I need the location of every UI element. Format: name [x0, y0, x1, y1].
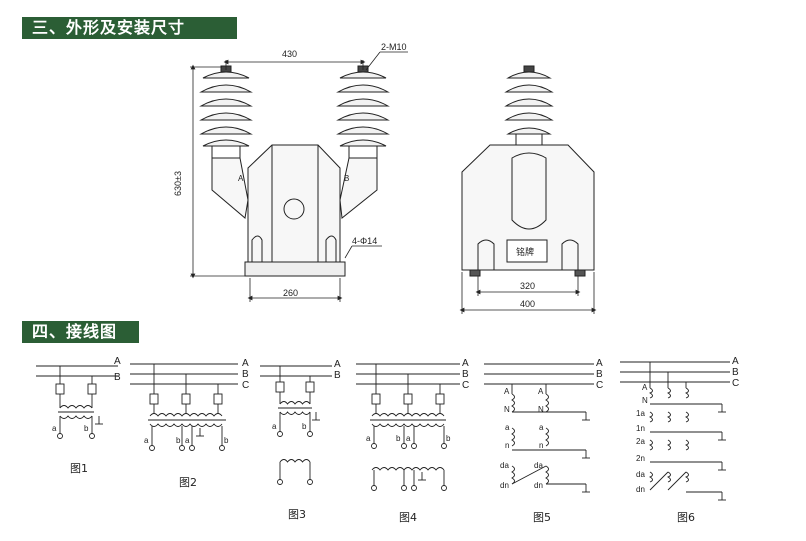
caption-fig5: 图5: [533, 511, 551, 524]
fig1-term-a: a: [52, 424, 57, 433]
fig5-label-a1: A: [504, 387, 510, 396]
fig6-label-2n: 2n: [636, 454, 645, 463]
fig5-label-n1: N: [504, 405, 510, 414]
fig6-bus-a: A: [732, 356, 739, 367]
fig5-label-da1: da: [500, 461, 509, 470]
fig5-label-da2: da: [534, 461, 543, 470]
fig1-bus-a: A: [114, 356, 121, 367]
wiring-fig2: [130, 363, 238, 451]
fig4-bus-c: C: [462, 380, 469, 391]
fig1-term-b: b: [84, 424, 89, 433]
terminal-b-label: B: [344, 174, 349, 183]
fig2-term-b2: b: [224, 436, 229, 445]
fig5-label-dn1: dn: [500, 481, 509, 490]
fig2-bus-a: A: [242, 358, 249, 369]
wiring-fig5: [484, 363, 594, 493]
fig4-term-a2: a: [406, 434, 411, 443]
fig2-term-b1: b: [176, 436, 181, 445]
fig6-bus-c: C: [732, 378, 739, 389]
fig4-term-a1: a: [366, 434, 371, 443]
fig2-term-a1: a: [144, 436, 149, 445]
fig6-label-n: N: [642, 396, 648, 405]
fig5-label-a2: A: [538, 387, 544, 396]
fig1-bus-b: B: [114, 372, 121, 383]
caption-fig3: 图3: [288, 508, 306, 521]
caption-fig6: 图6: [677, 511, 695, 524]
fig6-label-2a: 2a: [636, 437, 645, 446]
dim-width-430: 430: [282, 49, 297, 59]
fig3-bus-a: A: [334, 359, 341, 370]
fig3-term-b: b: [302, 422, 307, 431]
left-insulator: [199, 65, 253, 159]
fig4-term-b2: b: [446, 434, 451, 443]
fig5-bus-c: C: [596, 380, 603, 391]
section-title-dimensions: 三、外形及安装尺寸: [22, 17, 237, 39]
fig6-label-a: A: [642, 383, 648, 392]
fig5-bus-b: B: [596, 369, 603, 380]
dim-base-260: 260: [283, 288, 298, 298]
fig6-bus-b: B: [732, 367, 739, 378]
fig6-label-1a: 1a: [636, 409, 645, 418]
dim-inner-320: 320: [520, 281, 535, 291]
caption-fig4: 图4: [399, 511, 417, 524]
fig6-label-1n: 1n: [636, 424, 645, 433]
fig2-term-a2: a: [185, 436, 190, 445]
dim-height-630: 630±3: [173, 171, 183, 196]
fig3-term-a: a: [272, 422, 277, 431]
fig5-label-dn2: dn: [534, 481, 543, 490]
dim-holes-phi14: 4-Φ14: [352, 236, 377, 246]
caption-fig1: 图1: [70, 462, 88, 475]
fig5-label-sn2: n: [539, 441, 543, 450]
fig6-label-dn: dn: [636, 485, 645, 494]
terminal-a-label: A: [238, 174, 244, 183]
fig2-bus-b: B: [242, 369, 249, 380]
dim-bolt-m10: 2-M10: [381, 42, 407, 52]
fig5-bus-a: A: [596, 358, 603, 369]
right-insulator: [336, 65, 390, 159]
fig5-label-sa2: a: [539, 423, 544, 432]
front-view-dimensions: [190, 51, 408, 302]
fig6-label-da: da: [636, 470, 645, 479]
fig4-bus-a: A: [462, 358, 469, 369]
wiring-fig6: [620, 361, 730, 501]
side-view-drawing: [461, 65, 595, 277]
fig5-label-n2: N: [538, 405, 544, 414]
fig4-bus-b: B: [462, 369, 469, 380]
wiring-fig4: [356, 363, 460, 491]
wiring-fig1: [36, 365, 118, 439]
fig4-term-b1: b: [396, 434, 401, 443]
front-view-drawing: [199, 65, 390, 277]
fig5-label-sa1: a: [505, 423, 510, 432]
fig2-bus-c: C: [242, 380, 249, 391]
fig3-bus-b: B: [334, 370, 341, 381]
nameplate-label: 铭牌: [516, 246, 534, 258]
caption-fig2: 图2: [179, 476, 197, 489]
wiring-fig3: [260, 365, 332, 485]
fig5-label-sn1: n: [505, 441, 509, 450]
section-title-wiring: 四、接线图: [22, 321, 139, 343]
side-view-dimensions: [459, 272, 597, 314]
dim-outer-400: 400: [520, 299, 535, 309]
